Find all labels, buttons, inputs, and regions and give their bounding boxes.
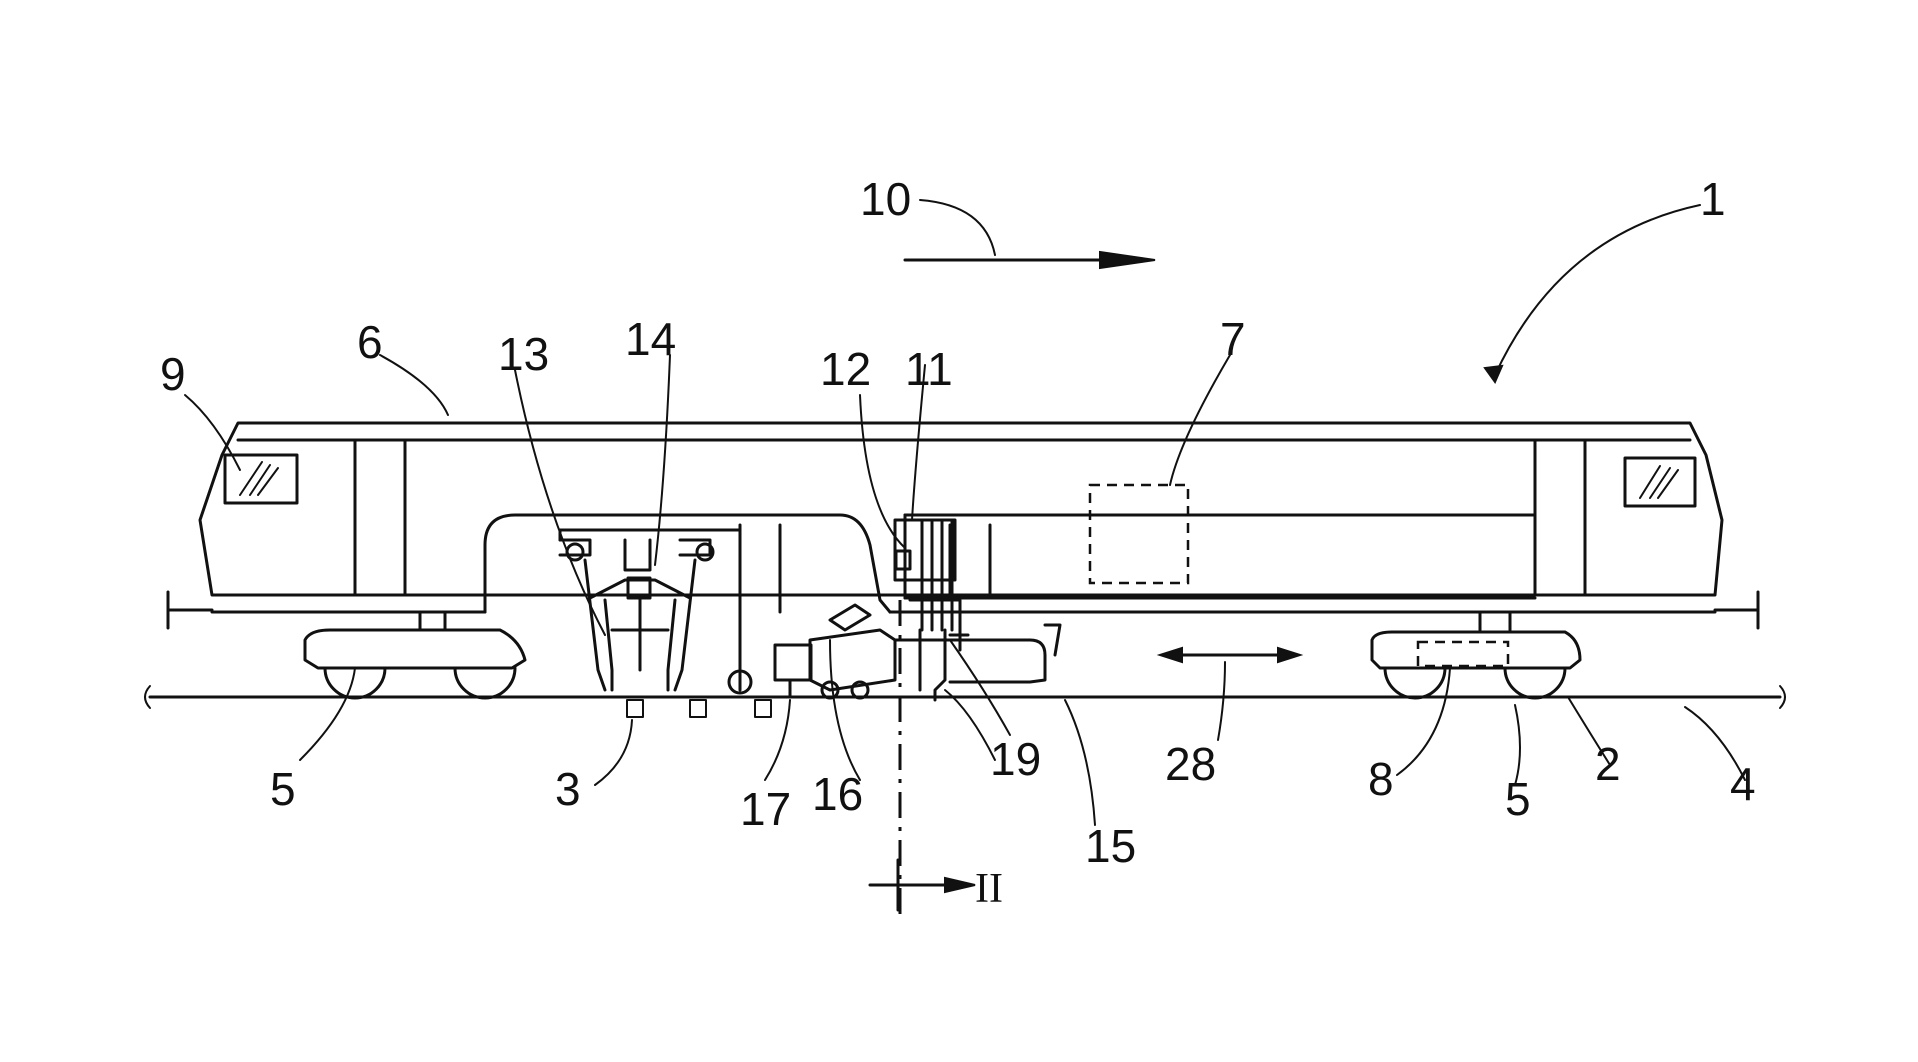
sleepers [627, 700, 771, 717]
label-12: 12 [820, 343, 871, 395]
label-19: 19 [990, 733, 1041, 785]
label-5-left: 5 [270, 763, 296, 815]
label-6: 6 [357, 316, 383, 368]
bogie-right [1372, 612, 1580, 698]
bogie-left [305, 612, 525, 698]
leader-lines [185, 200, 1745, 825]
label-14: 14 [625, 313, 676, 365]
label-3: 3 [555, 763, 581, 815]
reference-numerals: 10 1 9 6 13 14 12 11 7 5 3 17 16 19 15 2… [160, 173, 1756, 912]
label-7: 7 [1220, 313, 1246, 365]
section-mark [870, 860, 975, 910]
label-15: 15 [1085, 820, 1136, 872]
drive-unit [1418, 642, 1508, 666]
label-4: 4 [1730, 758, 1756, 810]
label-9: 9 [160, 348, 186, 400]
label-28: 28 [1165, 738, 1216, 790]
label-section-II: II [975, 866, 1003, 912]
double-arrow [1160, 648, 1300, 662]
label-5-right: 5 [1505, 773, 1531, 825]
control-unit [1090, 485, 1188, 583]
label-13: 13 [498, 328, 549, 380]
label-1: 1 [1700, 173, 1726, 225]
label-8: 8 [1368, 753, 1394, 805]
label-17: 17 [740, 783, 791, 835]
label-11: 11 [905, 343, 953, 395]
label-2: 2 [1595, 738, 1621, 790]
direction-arrow [905, 252, 1155, 268]
label-10: 10 [860, 173, 911, 225]
measuring-unit [775, 520, 1060, 920]
label-16: 16 [812, 768, 863, 820]
machine-frame [168, 423, 1758, 628]
